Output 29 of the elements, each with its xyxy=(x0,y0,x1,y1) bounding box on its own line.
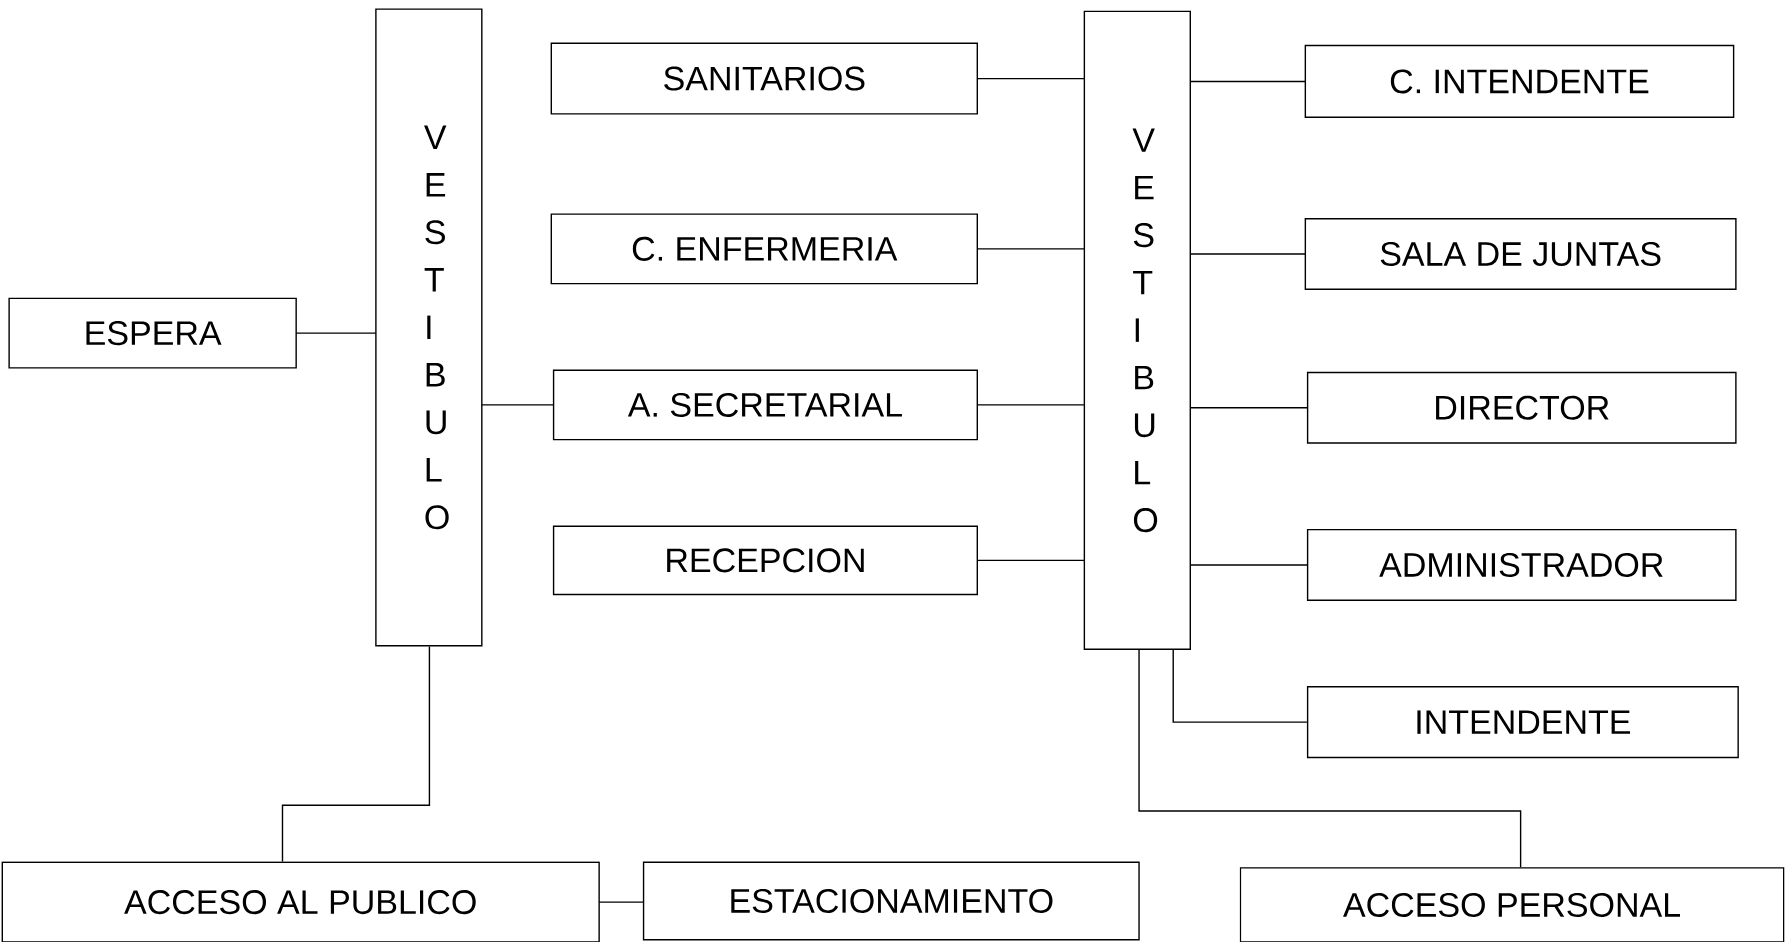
connector-line xyxy=(976,248,1086,250)
room-box: INTENDENTE xyxy=(1306,686,1739,759)
room-box: ESPERA xyxy=(8,297,297,369)
connector-line xyxy=(1189,80,1307,83)
connector-line xyxy=(1189,253,1307,255)
room-box: ACCESO AL PUBLICO xyxy=(1,861,600,942)
connector-line xyxy=(1138,649,1522,868)
connector-line xyxy=(1172,649,1308,723)
connector-line xyxy=(281,645,431,863)
connector-line xyxy=(1189,564,1309,566)
hall-box: VESTIBULO xyxy=(1083,10,1191,650)
room-box: ADMINISTRADOR xyxy=(1306,528,1737,601)
room-box: SANITARIOS xyxy=(550,42,978,115)
connector-line xyxy=(976,77,1086,80)
room-box: SALA DE JUNTAS xyxy=(1304,218,1737,290)
connector-line xyxy=(1189,407,1309,409)
connector-line xyxy=(481,404,555,406)
room-box: ACCESO PERSONAL xyxy=(1239,867,1785,942)
room-box: ESTACIONAMIENTO xyxy=(642,861,1140,941)
connector-line xyxy=(976,559,1086,562)
connector-line xyxy=(295,332,377,334)
room-box: A. SECRETARIAL xyxy=(552,369,978,441)
room-box: C. INTENDENTE xyxy=(1304,44,1735,118)
hall-box: VESTIBULO xyxy=(375,8,483,647)
room-box: RECEPCION xyxy=(552,525,978,596)
connector-line xyxy=(976,404,1086,406)
connector-line xyxy=(598,901,645,903)
room-box: DIRECTOR xyxy=(1306,371,1737,444)
room-box: C. ENFERMERIA xyxy=(550,213,978,285)
